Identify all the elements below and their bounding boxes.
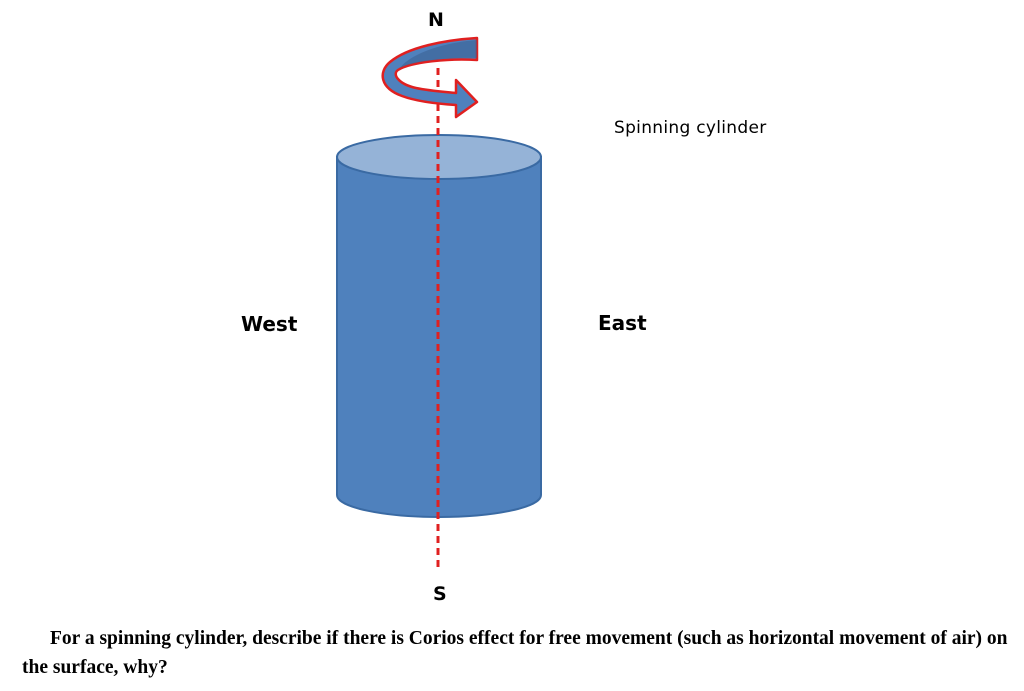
caption-label: Spinning cylinder	[614, 118, 767, 138]
north-label: N	[428, 9, 444, 31]
diagram-canvas	[336, 36, 542, 568]
south-label: S	[433, 583, 447, 605]
rotation-arrow-icon	[381, 36, 479, 119]
question-text: For a spinning cylinder, describe if the…	[22, 628, 1008, 678]
spinning-cylinder-diagram	[336, 36, 542, 568]
east-label: East	[598, 311, 647, 335]
west-label: West	[241, 312, 298, 336]
